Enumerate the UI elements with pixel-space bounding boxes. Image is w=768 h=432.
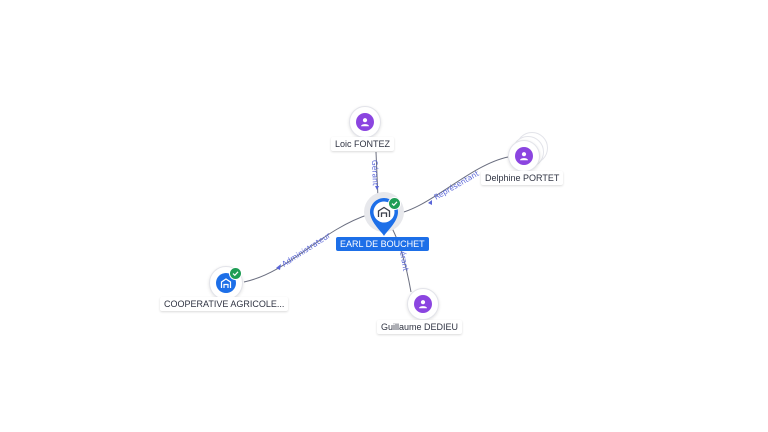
edge-coop-main bbox=[243, 213, 371, 283]
person-avatar[interactable] bbox=[349, 106, 381, 138]
person-icon bbox=[414, 295, 432, 313]
edge-loic-main bbox=[375, 151, 379, 199]
edge-label-coop: Administrateur bbox=[280, 230, 333, 268]
edge-arrow-coop bbox=[276, 264, 281, 270]
node-label-guillaume[interactable]: Guillaume DEDIEU bbox=[377, 320, 463, 334]
person-avatar[interactable] bbox=[407, 288, 439, 320]
svg-text:Représentant: Représentant bbox=[433, 169, 481, 202]
svg-text:Gérant: Gérant bbox=[397, 245, 410, 272]
edge-arrow-loic bbox=[375, 186, 379, 190]
person-icon bbox=[515, 147, 533, 165]
svg-text:Administrateur: Administrateur bbox=[280, 230, 333, 268]
check-badge-icon bbox=[388, 197, 401, 210]
node-label-main[interactable]: EARL DE BOUCHET bbox=[336, 237, 429, 251]
node-label-delphine[interactable]: Delphine PORTET bbox=[481, 171, 564, 185]
building-icon bbox=[377, 206, 391, 217]
edge-arrow-delphine bbox=[428, 200, 432, 205]
node-label-coop[interactable]: COOPERATIVE AGRICOLE... bbox=[160, 297, 289, 311]
edge-label-loic: Gérant bbox=[370, 160, 380, 186]
person-avatar[interactable] bbox=[508, 140, 540, 172]
edge-label-delphine: Représentant bbox=[433, 169, 481, 202]
node-label-loic[interactable]: Loic FONTEZ bbox=[331, 137, 395, 151]
edge-main-guillaume bbox=[391, 227, 412, 293]
edge-main-delphine bbox=[395, 156, 509, 215]
svg-text:Gérant: Gérant bbox=[370, 160, 380, 186]
check-badge-icon bbox=[229, 267, 242, 280]
edge-label-guillaume: Gérant bbox=[397, 245, 410, 272]
person-icon bbox=[356, 113, 374, 131]
